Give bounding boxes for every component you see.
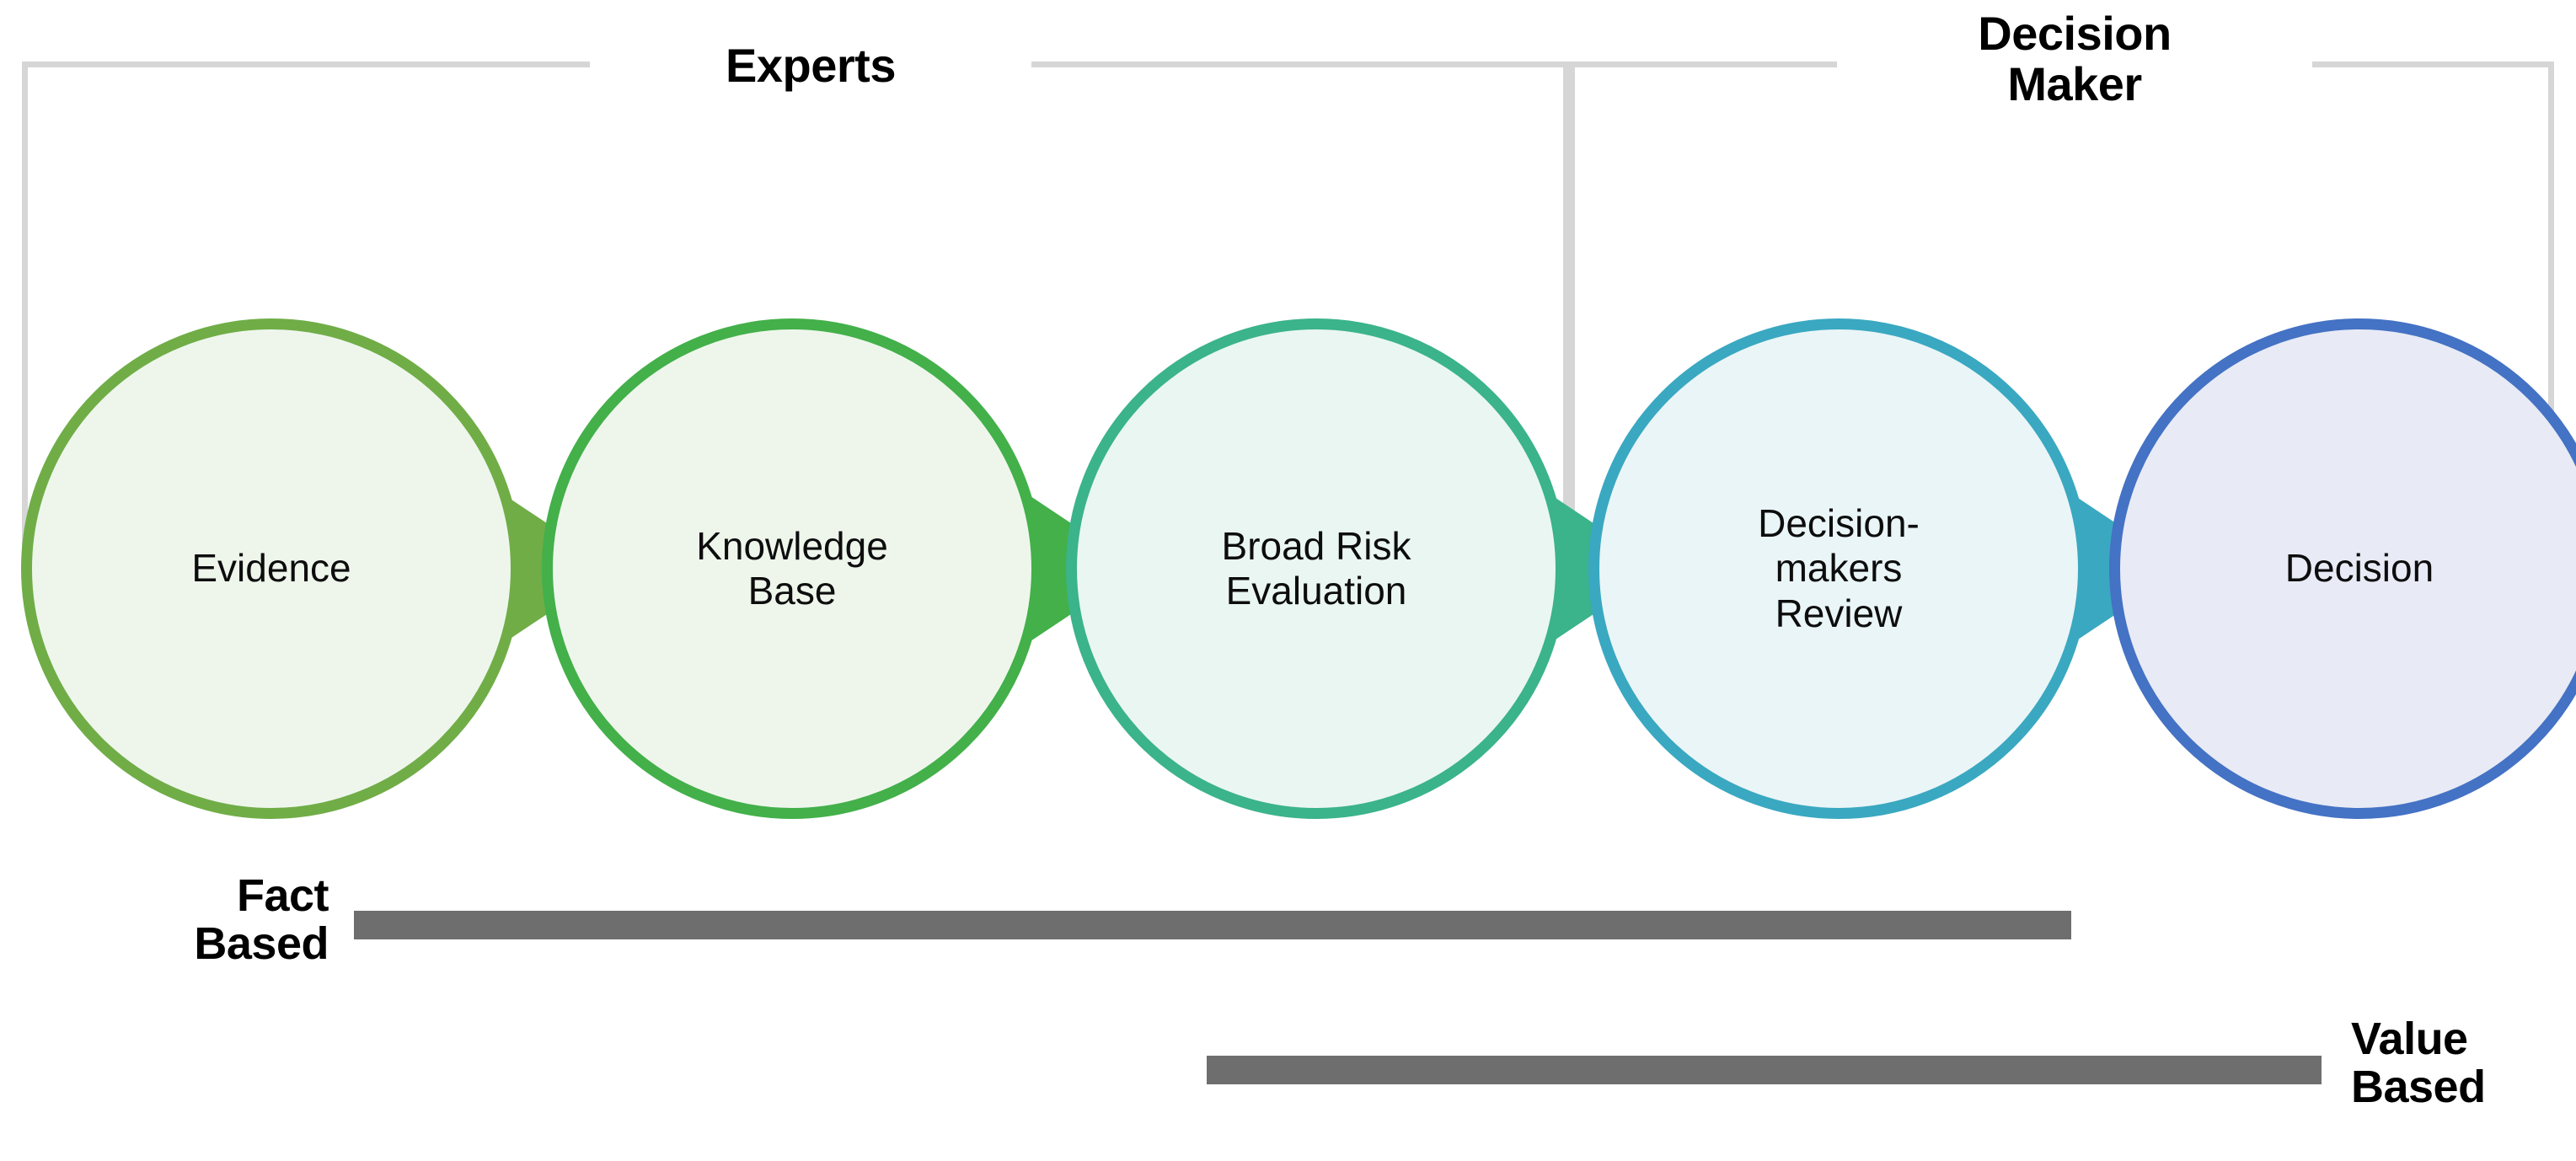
spectrum-label-fact-based: Fact Based <box>194 870 329 970</box>
bracket-label-decision-maker: Decision Maker <box>1837 8 2312 110</box>
bracket-label-experts: Experts <box>590 40 1031 92</box>
node-knowledge-base[interactable]: Knowledge Base <box>542 318 1042 819</box>
node-label-broad-risk-evaluation: Broad Risk Evaluation <box>1221 523 1411 613</box>
node-label-decision: Decision <box>2284 546 2434 591</box>
node-decision-makers-review[interactable]: Decision- makers Review <box>1588 318 2089 819</box>
node-label-knowledge-base: Knowledge Base <box>696 523 888 613</box>
spectrum-bar-value-based <box>1207 1056 2322 1084</box>
spectrum-label-value-based: Value Based <box>2351 1014 2486 1113</box>
node-evidence[interactable]: Evidence <box>21 318 522 819</box>
node-label-evidence: Evidence <box>191 546 351 591</box>
node-broad-risk-evaluation[interactable]: Broad Risk Evaluation <box>1066 318 1566 819</box>
spectrum-bar-fact-based <box>354 911 2071 939</box>
node-label-decision-makers-review: Decision- makers Review <box>1758 500 1920 635</box>
node-decision[interactable]: Decision <box>2109 318 2576 819</box>
